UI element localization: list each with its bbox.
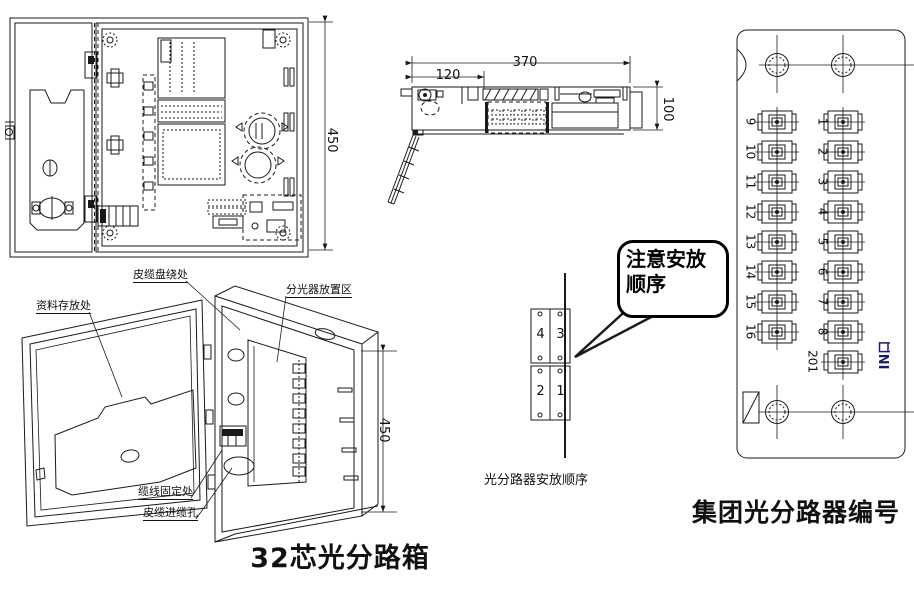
- panel-caption: 集团光分路器编号: [692, 498, 901, 527]
- front-view-box: [5, 15, 333, 258]
- top-view-width-dim: 370: [512, 55, 538, 70]
- port-num-9: 9: [743, 117, 758, 126]
- label-document-storage: 资料存放处: [36, 299, 91, 315]
- front-view-drawing: [5, 15, 333, 258]
- top-view-box: [387, 56, 663, 205]
- port-num-2: 2: [815, 147, 830, 156]
- in-port-label: IN口: [877, 340, 893, 370]
- slot-1: 1: [556, 384, 565, 399]
- iso-view-height-dim: 450: [376, 417, 392, 443]
- top-view-left-dim: 120: [435, 68, 461, 83]
- label-cable-fixing: 缆线固定处: [138, 485, 193, 501]
- callout-bubble: 注意安放顺序: [617, 240, 729, 318]
- iso-view-drawing: [21, 280, 397, 543]
- panel-outline: [736, 29, 906, 459]
- port-num-5: 5: [815, 237, 830, 246]
- port-num-15: 15: [743, 293, 758, 310]
- port-num-13: 13: [743, 233, 758, 250]
- label-cable-entry-hole: 皮缆进缆孔: [143, 506, 198, 522]
- iso-leader-lines: [88, 280, 287, 520]
- iso-open-door: [21, 299, 208, 527]
- port-num-10: 10: [743, 143, 758, 160]
- box-caption: 32芯光分路箱: [250, 543, 430, 574]
- label-cable-coiling: 皮缆盘绕处: [133, 268, 188, 284]
- front-view-height-dim: 450: [324, 127, 340, 153]
- splitter-panel-drawing: [736, 29, 914, 459]
- order-caption: 光分路器安放顺序: [484, 473, 589, 488]
- order-slots: [530, 273, 571, 458]
- iso-box-body: [203, 285, 397, 543]
- top-view-depth-dim: 100: [660, 96, 676, 122]
- panel-ports: [754, 107, 866, 380]
- port-num-11: 11: [743, 173, 758, 190]
- port-num-1: 1: [815, 117, 830, 126]
- panel-mount-holes: [759, 35, 914, 439]
- label-splitter-zone: 分光器放置区: [286, 283, 352, 299]
- port-num-12: 12: [743, 203, 758, 220]
- port-num-16: 16: [743, 323, 758, 340]
- slot-2: 2: [536, 384, 545, 399]
- port-num-201: 201: [805, 350, 820, 374]
- port-num-3: 3: [815, 177, 830, 186]
- port-num-6: 6: [815, 267, 830, 276]
- port-num-8: 8: [815, 327, 830, 336]
- port-num-4: 4: [815, 207, 830, 216]
- slot-4: 4: [536, 327, 545, 342]
- top-view-drawing: [387, 56, 663, 205]
- port-num-14: 14: [743, 263, 758, 280]
- port-num-7: 7: [815, 297, 830, 306]
- slot-3: 3: [556, 327, 565, 342]
